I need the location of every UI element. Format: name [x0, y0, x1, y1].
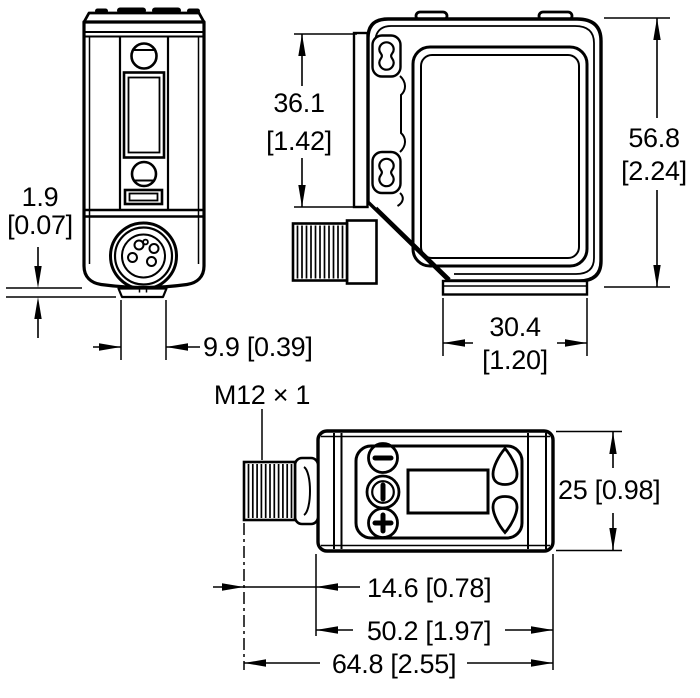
dim-height: 56.8 [2.24]: [604, 17, 687, 288]
dim-text: 50.2 [1.97]: [367, 616, 491, 646]
plus-button: [367, 507, 399, 539]
top-body-inner: [321, 435, 550, 547]
top-cap: [82, 7, 206, 24]
connector-pin: [148, 243, 160, 254]
extension-lines: [120, 300, 167, 360]
front-view: [82, 7, 206, 299]
extension-lines: [442, 298, 588, 356]
collar-contour: [303, 466, 311, 516]
extension-lines: [315, 554, 554, 670]
m12-connector-top: [242, 456, 320, 526]
arrowhead: [99, 343, 121, 351]
arrowhead: [531, 659, 553, 667]
dim-text: [2.24]: [621, 156, 687, 186]
dim-body-length: 50.2 [1.97]: [316, 616, 553, 646]
arrowhead: [244, 659, 266, 667]
mounting-boss: [371, 34, 402, 78]
arrowhead: [34, 297, 42, 319]
mounting-slot: [378, 157, 395, 188]
mounting-foot: [117, 287, 168, 299]
front-body-outline: [82, 20, 206, 290]
front-plate: [352, 31, 369, 209]
arrowhead: [565, 339, 587, 347]
arrowhead: [531, 626, 553, 634]
dim-connector-length: 14.6 [0.78]: [213, 523, 554, 670]
extension-lines: [294, 33, 357, 208]
minus-button: [367, 442, 399, 474]
base-plate: [441, 279, 589, 296]
arrowhead: [609, 432, 617, 454]
m12-connector-side: [291, 219, 378, 285]
arrowhead: [222, 583, 244, 591]
arrowhead: [298, 34, 306, 56]
dim-text: [1.20]: [482, 345, 548, 375]
dim-text: 56.8: [628, 123, 679, 153]
top-view: [242, 429, 555, 553]
front-side-edges: [88, 37, 200, 264]
indicator-slot: [123, 188, 164, 206]
dim-base-width: 30.4 [1.20]: [442, 298, 588, 375]
front-channel: [118, 37, 170, 210]
dim-text: 1.9: [22, 182, 59, 212]
arrowhead: [653, 18, 661, 40]
extension-lines: [556, 430, 622, 552]
dim-text: 64.8 [2.55]: [332, 649, 456, 679]
down-arrow-button: [491, 495, 519, 535]
mounting-boss: [371, 150, 402, 195]
side-view: [291, 10, 603, 296]
connector-pin: [127, 252, 138, 263]
dim-text: 25 [0.98]: [558, 475, 660, 505]
body-seams: [333, 433, 547, 549]
thread-label: M12 × 1: [214, 380, 310, 410]
arrowhead: [34, 266, 42, 288]
mounting-slot: [378, 41, 395, 71]
lower-button: [130, 160, 158, 188]
m12-connector-face: [109, 221, 178, 291]
dim-text: [0.07]: [7, 210, 73, 240]
dim-foot-width: 9.9 [0.39]: [93, 300, 313, 362]
side-body-inner: [374, 25, 595, 275]
arrowhead: [609, 528, 617, 550]
connector-pin: [133, 239, 145, 251]
boss-contour: [396, 75, 406, 207]
display-window: [122, 71, 166, 159]
dim-text: 30.4: [489, 312, 541, 342]
arrowhead: [653, 265, 661, 287]
connector-pin: [146, 256, 157, 267]
thread-callout: M12 × 1: [214, 380, 310, 460]
dim-standoff: 1.9 [0.07]: [6, 182, 116, 338]
extension-lines: [604, 17, 670, 288]
dim-text: 36.1: [273, 88, 324, 118]
front-band: [84, 208, 204, 218]
dim-text: 14.6 [0.78]: [367, 573, 491, 603]
arrowhead: [298, 185, 306, 207]
connector-collar: [293, 456, 320, 526]
sensing-window: [411, 45, 589, 268]
up-arrow-button: [491, 446, 519, 486]
thread-lines: [296, 225, 344, 279]
adjust-button: [365, 474, 401, 510]
arrowhead: [316, 626, 338, 634]
arrowhead: [316, 583, 338, 591]
arrowhead: [166, 343, 188, 351]
front-top-groove: [84, 31, 204, 38]
extension-lines: [6, 287, 116, 298]
dimensions: 1.9 [0.07] 9.9 [0.39] 36.1 [1.42] 56.8 […: [6, 17, 687, 679]
connector-key: [142, 238, 149, 246]
plus-icon: [372, 512, 394, 534]
dim-text: [1.42]: [266, 126, 332, 156]
thread-lines: [247, 464, 293, 518]
arrowhead: [443, 339, 465, 347]
dim-depth: 25 [0.98]: [556, 430, 661, 552]
dim-window-height: 36.1 [1.42]: [266, 33, 357, 208]
upper-button: [130, 42, 158, 70]
dim-text: 9.9 [0.39]: [203, 332, 313, 362]
dim-overall-length: 64.8 [2.55]: [244, 649, 553, 679]
display-screen: [406, 468, 490, 515]
